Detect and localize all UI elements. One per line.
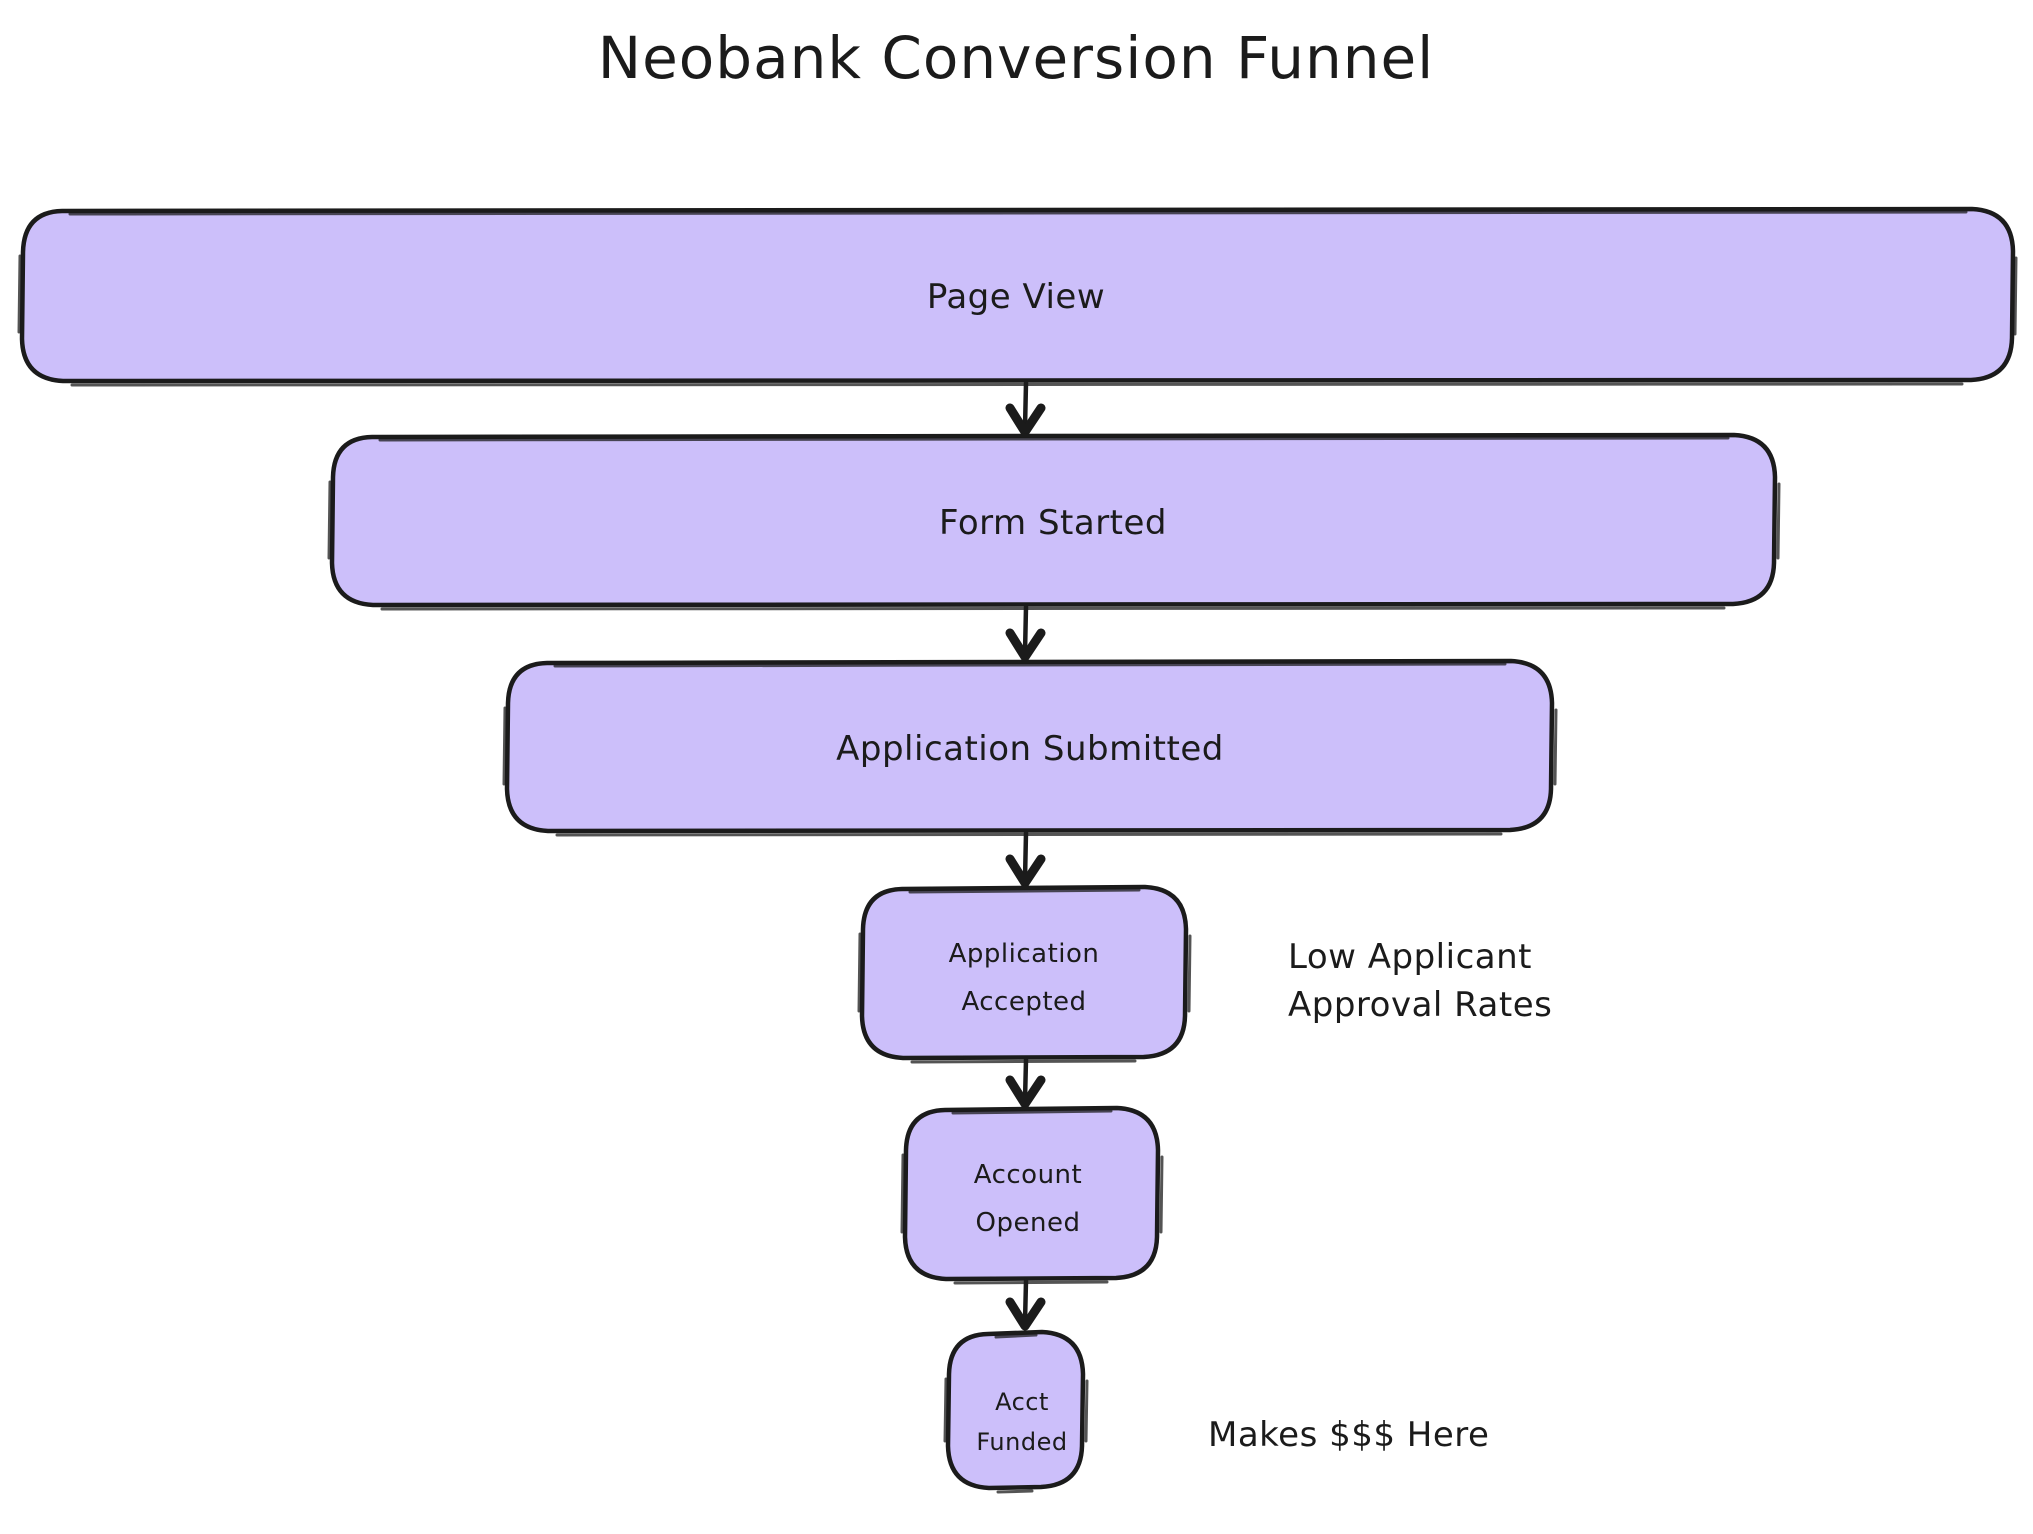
node-acct-funded-label-line-2: Funded — [976, 1428, 1067, 1456]
node-account-opened-shape — [902, 1105, 1161, 1282]
node-page-view-shape — [19, 206, 2016, 384]
edge-1-arrowhead — [1005, 403, 1046, 437]
annotation-low-approval-line-2: Approval Rates — [1288, 985, 1552, 1025]
edge-form-started-to-application-submitted — [1005, 604, 1046, 662]
edge-page-view-to-form-started — [1005, 380, 1046, 437]
edge-5-arrowhead — [1005, 1297, 1046, 1331]
node-form-started-sketch — [327, 436, 1781, 611]
node-form-started-label: Form Started — [939, 503, 1167, 543]
edge-application-accepted-to-account-opened — [1005, 1057, 1046, 1109]
node-application-submitted-sketch — [502, 662, 1558, 837]
edge-account-opened-to-acct-funded — [1005, 1278, 1046, 1331]
edge-4-line — [1022, 1057, 1029, 1103]
node-account-opened-label-line-2: Opened — [976, 1208, 1081, 1238]
node-account-opened-label-line-1: Account — [974, 1160, 1082, 1190]
node-application-submitted-shape — [504, 658, 1555, 834]
node-application-accepted-shape — [859, 884, 1189, 1061]
node-application-submitted-label: Application Submitted — [836, 729, 1224, 769]
node-acct-funded-label-line-1: Acct — [995, 1388, 1049, 1416]
annotation-low-approval-line-1: Low Applicant — [1288, 937, 1532, 977]
edge-3-arrowhead — [1005, 854, 1046, 888]
edge-2-line — [1022, 604, 1029, 656]
node-page-view-label: Page View — [927, 277, 1105, 317]
node-form-started[interactable]: Form Started — [327, 432, 1781, 611]
annotation-makes-money-line-1: Makes $$$ Here — [1208, 1415, 1489, 1455]
annotation-makes-money: Makes $$$ Here — [1208, 1415, 1489, 1455]
diagram-title: Neobank Conversion Funnel — [598, 24, 1435, 92]
edge-1-line — [1022, 380, 1029, 431]
node-form-started-shape — [329, 432, 1778, 608]
node-page-view-sketch — [17, 210, 2018, 387]
node-page-view[interactable]: Page View — [17, 206, 2018, 387]
annotation-low-approval: Low Applicant Approval Rates — [1288, 937, 1552, 1025]
node-application-submitted[interactable]: Application Submitted — [502, 658, 1558, 837]
edge-3-line — [1022, 830, 1029, 882]
node-acct-funded-shape — [945, 1329, 1086, 1491]
edge-application-submitted-to-application-accepted — [1005, 830, 1046, 888]
node-account-opened[interactable]: Account Opened — [900, 1105, 1164, 1285]
edge-2-arrowhead — [1005, 628, 1046, 662]
node-account-opened-sketch — [900, 1109, 1164, 1285]
edge-4-arrowhead — [1005, 1075, 1046, 1109]
node-application-accepted-label-line-2: Accepted — [961, 987, 1086, 1017]
node-application-accepted-sketch — [857, 888, 1192, 1064]
node-acct-funded-sketch — [943, 1333, 1089, 1494]
node-acct-funded[interactable]: Acct Funded — [943, 1329, 1089, 1494]
node-application-accepted[interactable]: Application Accepted — [857, 884, 1192, 1064]
edge-5-line — [1022, 1278, 1029, 1325]
node-application-accepted-label-line-1: Application — [949, 939, 1100, 969]
